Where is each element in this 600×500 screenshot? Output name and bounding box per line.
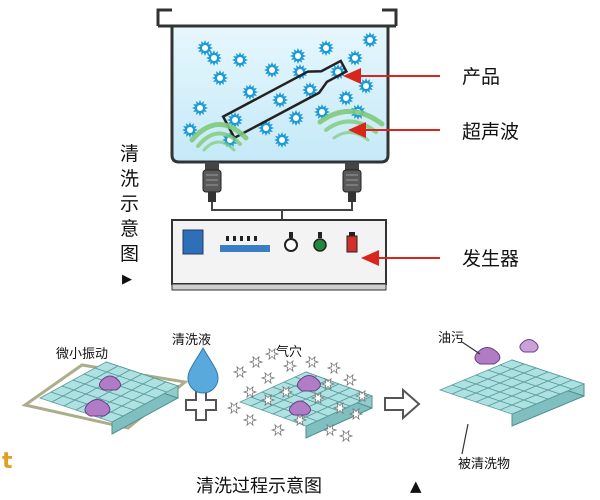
cavitation-star	[310, 391, 326, 405]
process-title-marker: ▲	[410, 477, 422, 495]
cavitation-star	[260, 393, 276, 407]
oil-stain	[288, 400, 312, 416]
tile	[154, 381, 179, 393]
bubble-core	[343, 95, 349, 101]
bubble-core	[217, 75, 223, 81]
right-transducer	[342, 162, 362, 202]
cavitation-star	[226, 401, 242, 415]
cavitation-label: 气穴	[276, 344, 302, 360]
side-title-char: 示	[120, 193, 139, 215]
cavitation-star	[320, 377, 336, 391]
bubble-core	[293, 115, 299, 121]
tile-grid	[438, 359, 586, 427]
cleaned-object	[438, 339, 586, 455]
cavitation-star	[264, 347, 280, 361]
stray-letter: t	[2, 449, 13, 474]
bubble-core	[232, 117, 238, 123]
side-title-char: 清	[120, 143, 139, 165]
micro-vibration-label: 微小振动	[56, 347, 108, 362]
oil-stain	[474, 347, 501, 365]
power-led	[313, 238, 327, 252]
liquid-droplet-icon	[187, 346, 219, 394]
cleaning-liquid-label: 清洗液	[172, 333, 211, 348]
bubble-core	[247, 89, 253, 95]
side-title-char: 图	[120, 243, 139, 265]
oil-stain	[296, 375, 321, 392]
side-title: 清 洗 示 意 图 ▶	[120, 143, 139, 287]
cavitation-star	[242, 413, 258, 427]
side-title-marker: ▶	[122, 272, 132, 287]
oil-stain-label: 油污	[438, 331, 464, 346]
process-title: 清洗过程示意图	[196, 476, 322, 497]
left-transducer	[202, 162, 222, 202]
side-title-char: 洗	[120, 168, 139, 190]
cavitation-star	[304, 355, 320, 369]
generator-knob[interactable]	[284, 238, 298, 252]
bubble-core	[279, 137, 285, 143]
cavitation-star	[338, 429, 354, 443]
cavitation-star	[270, 423, 286, 437]
bubble-core	[297, 69, 303, 75]
cavitation-object	[226, 347, 374, 443]
cavitation-star	[260, 371, 276, 385]
bubble-core	[363, 83, 369, 89]
bubble-core	[323, 45, 329, 51]
generator-display	[182, 229, 204, 255]
cavitation-star	[332, 401, 348, 415]
bubble-core	[367, 37, 373, 43]
oil-stain-pointer	[461, 341, 481, 355]
bubble-core	[187, 127, 193, 133]
vibrating-object	[21, 361, 189, 435]
bubble-core	[277, 97, 283, 103]
bubble-core	[202, 45, 208, 51]
cavitation-star	[348, 407, 364, 421]
tile	[558, 379, 586, 390]
plus-sign	[185, 389, 217, 421]
bubble-core	[263, 125, 269, 131]
cavitation-star	[242, 385, 258, 399]
transducer-cables	[211, 202, 353, 220]
cavitation-star	[354, 389, 370, 403]
oil-stain	[98, 375, 122, 391]
oil-stain	[84, 399, 111, 417]
bubble-core	[197, 105, 203, 111]
bubble-core	[295, 53, 301, 59]
product-label: 产品	[462, 66, 500, 88]
tank-right-handle	[382, 8, 398, 26]
cleaned-object-label: 被清洗物	[458, 457, 510, 472]
generator-label: 发生器	[462, 248, 519, 270]
cavitation-star	[326, 361, 342, 375]
bubble-core	[335, 69, 341, 75]
cavitation-star	[248, 355, 264, 369]
bubble-core	[211, 55, 217, 61]
ultrasonic-label: 超声波	[462, 121, 519, 143]
cavitation-star	[278, 385, 294, 399]
cavitation-star	[342, 373, 358, 387]
bubble-core	[269, 67, 275, 73]
power-switch[interactable]	[346, 235, 358, 253]
bubble-core	[307, 87, 313, 93]
side-title-char: 意	[120, 218, 139, 240]
cavitation-stars	[226, 347, 370, 443]
process-arrow-icon	[384, 387, 421, 421]
bubble-core	[319, 109, 325, 115]
cavitation-star	[232, 365, 248, 379]
tank-left-handle	[156, 8, 172, 26]
cleaned-object-pointer	[461, 423, 469, 455]
label-arrows	[343, 68, 440, 266]
oil-stain	[519, 339, 539, 353]
cavitation-star	[282, 359, 298, 373]
bubble-core	[352, 55, 358, 61]
bubble-core	[237, 57, 243, 63]
generator-level-meter	[220, 236, 270, 252]
generator-unit	[171, 219, 387, 291]
cavitation-star	[322, 423, 338, 437]
